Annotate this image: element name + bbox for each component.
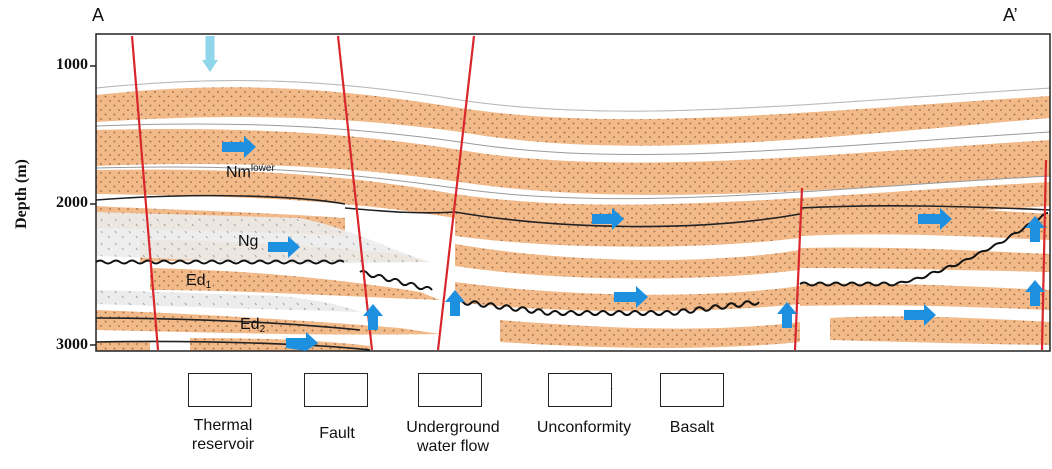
basalt-layer: [96, 212, 430, 264]
legend-swatch-basalt: [660, 373, 724, 407]
legend-swatch-thermal-reservoir: [188, 373, 252, 407]
legend-swatch-water-flow: [418, 373, 482, 407]
legend-swatch-unconformity: [548, 373, 612, 407]
unit-label-ed2: Ed2: [240, 316, 266, 335]
depth-tick-3000: 3000: [56, 336, 88, 353]
unit-label-nm-lower: Nmlower: [226, 163, 275, 181]
depth-tick-1000: 1000: [56, 56, 88, 73]
legend-label-unconformity: Unconformity: [536, 419, 632, 436]
fault-lines: [130, 35, 1048, 351]
section-label-a-prime: A’: [1003, 5, 1018, 25]
legend-swatch-fault: [304, 373, 368, 407]
unconformity-lines: [96, 212, 1049, 316]
legend-label-fault: Fault: [319, 425, 355, 442]
unit-label-ed1: Ed1: [186, 272, 212, 291]
unit-label-ng: Ng: [238, 233, 259, 250]
section-label-a: A: [92, 5, 105, 25]
legend-label-basalt: Basalt: [669, 419, 715, 436]
depth-tick-2000: 2000: [56, 194, 88, 211]
underground-water-flow-arrows: [202, 36, 1045, 351]
thermal-reservoir-layers: [96, 87, 1050, 351]
